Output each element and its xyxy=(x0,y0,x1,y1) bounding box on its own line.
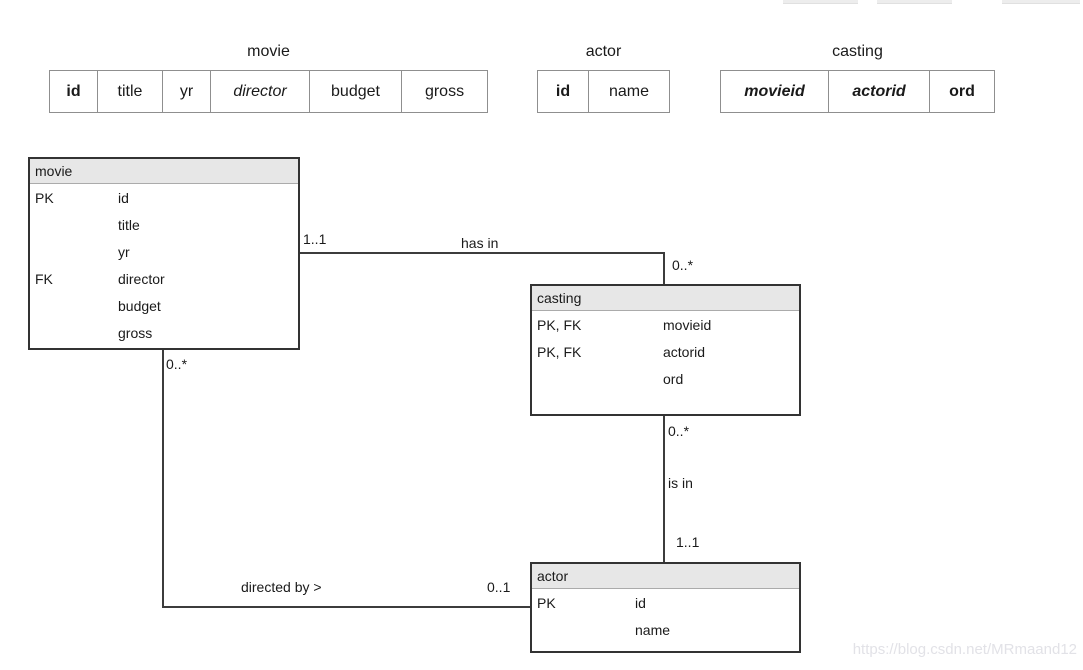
cardinality-label-casting-is-in: 0..* xyxy=(668,423,690,439)
schema-column-casting-actorid: actorid xyxy=(829,71,930,112)
schema-table-actor: id name xyxy=(537,70,670,113)
entity-attr-key: PK xyxy=(35,189,54,206)
entity-attr-name: gross xyxy=(118,324,153,341)
entity-attr-name: movieid xyxy=(663,316,712,333)
entity-attribute-row: title xyxy=(30,211,298,238)
entity-attr-name: actorid xyxy=(663,343,706,360)
relationship-line-has-in-vertical xyxy=(663,252,665,286)
entity-attr-name: ord xyxy=(663,370,684,387)
entity-attr-name: yr xyxy=(118,243,130,260)
cardinality-label-movie-directed-by: 0..* xyxy=(166,356,188,372)
entity-attr-name: title xyxy=(118,216,140,233)
top-cropped-element xyxy=(877,0,952,4)
entity-attribute-row: yr xyxy=(30,238,298,265)
entity-casting-header: casting xyxy=(532,286,799,311)
schema-column-movie-title: title xyxy=(98,71,163,112)
entity-attribute-row: PK id xyxy=(30,184,298,211)
relationship-line-has-in-horizontal xyxy=(300,252,665,254)
cardinality-label-casting-has-in: 0..* xyxy=(672,257,694,273)
schema-column-casting-ord: ord xyxy=(949,82,975,100)
entity-attribute-row: budget xyxy=(30,292,298,319)
entity-attribute-row: PK id xyxy=(532,589,799,616)
schema-column-movie-yr: yr xyxy=(163,71,211,112)
cardinality-label-actor-is-in: 1..1 xyxy=(676,534,700,550)
entity-attr-name: id xyxy=(118,189,129,206)
entity-attr-key: PK, FK xyxy=(537,316,582,333)
entity-actor-header: actor xyxy=(532,564,799,589)
cardinality-label-movie-has-in: 1..1 xyxy=(303,231,327,247)
schema-table-casting: movieid actorid ord xyxy=(720,70,995,113)
relationship-line-is-in-vertical xyxy=(663,414,665,562)
schema-table-title-casting: casting xyxy=(832,43,883,60)
entity-casting: casting PK, FK movieid PK, FK actorid or… xyxy=(530,284,801,416)
entity-attr-key: PK, FK xyxy=(537,343,582,360)
cardinality-label-actor-directed-by: 0..1 xyxy=(487,579,511,595)
entity-actor: actor PK id name xyxy=(530,562,801,653)
entity-attribute-row: PK, FK actorid xyxy=(532,338,799,365)
relationship-name-is-in: is in xyxy=(668,475,693,491)
schema-column-actor-id: id xyxy=(538,71,589,112)
entity-attribute-row: gross xyxy=(30,319,298,346)
relationship-name-directed-by: directed by > xyxy=(241,579,322,595)
entity-attribute-row: ord xyxy=(532,365,799,392)
entity-attr-key: PK xyxy=(537,594,556,611)
entity-attribute-row: FK director xyxy=(30,265,298,292)
schema-column-movie-director: director xyxy=(211,71,310,112)
entity-attribute-row: PK, FK movieid xyxy=(532,311,799,338)
entity-attr-name: budget xyxy=(118,297,161,314)
top-cropped-element xyxy=(783,0,858,4)
schema-table-movie: id title yr director budget gross xyxy=(49,70,488,113)
watermark-url: https://blog.csdn.net/MRmaand12 xyxy=(852,641,1077,658)
entity-attr-key: FK xyxy=(35,270,53,287)
entity-attr-name: director xyxy=(118,270,165,287)
entity-movie-header: movie xyxy=(30,159,298,184)
entity-movie: movie PK id title yr FK director budget … xyxy=(28,157,300,350)
entity-attr-name: id xyxy=(635,594,646,611)
relationship-name-has-in: has in xyxy=(461,235,499,251)
schema-table-title-movie: movie xyxy=(247,43,290,60)
schema-column-movie-gross: gross xyxy=(424,82,465,100)
schema-table-title-actor: actor xyxy=(585,43,622,60)
schema-column-actor-name: name xyxy=(608,82,650,100)
top-cropped-element xyxy=(1002,0,1080,4)
relationship-line-directed-by-vertical xyxy=(162,348,164,608)
entity-attribute-row: name xyxy=(532,616,799,643)
schema-column-movie-id: id xyxy=(50,71,98,112)
schema-column-movie-budget: budget xyxy=(310,71,402,112)
entity-attr-name: name xyxy=(635,621,671,638)
relationship-line-directed-by-horizontal xyxy=(162,606,532,608)
schema-column-casting-movieid: movieid xyxy=(721,71,829,112)
